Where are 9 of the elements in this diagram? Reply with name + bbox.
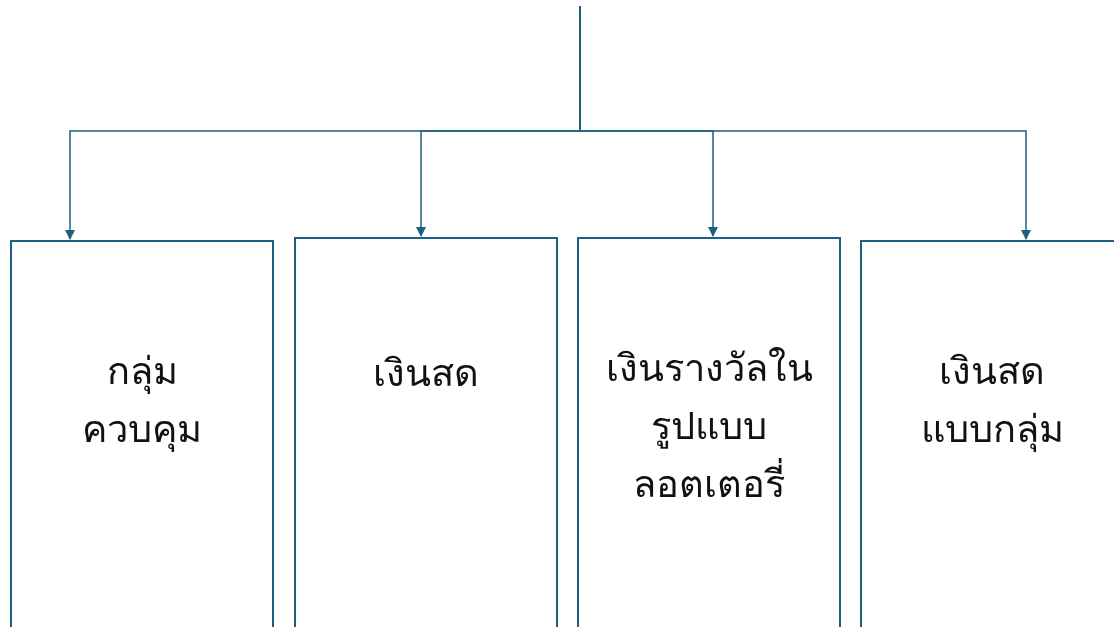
box-label: เงินสด <box>372 350 480 397</box>
box-label: กลุ่ม ควบคุม <box>81 348 203 454</box>
category-box <box>860 240 1114 627</box>
arrow <box>579 5 1031 240</box>
category-box <box>10 240 274 627</box>
box-label: เงินสด แบบกลุ่ม <box>919 348 1065 454</box>
category-box <box>294 237 558 627</box>
category-box <box>577 237 841 627</box>
box-label: เงินรางวัลใน รูปแบบ ลอตเตอรี่ <box>604 345 814 508</box>
